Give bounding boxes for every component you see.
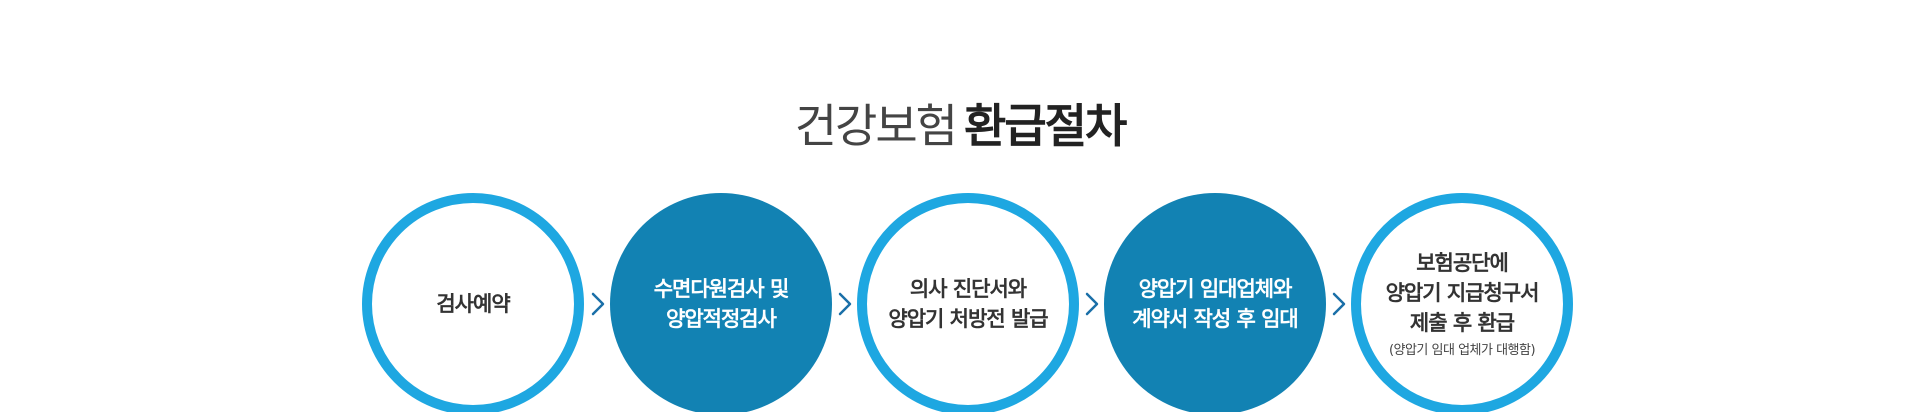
step-4-line-1: 양압기 임대업체와 xyxy=(1138,277,1293,301)
step-5-circle: 보험공단에 양압기 지급청구서 제출 후 환급 (양압기 임대 업체가 대행함) xyxy=(1351,193,1573,412)
step-4-line-2: 계약서 작성 후 임대 xyxy=(1132,307,1298,331)
chevron-right-icon xyxy=(1085,292,1099,316)
step-3-circle: 의사 진단서와 양압기 처방전 발급 xyxy=(857,193,1079,412)
step-5-line-2: 양압기 지급청구서 xyxy=(1385,281,1540,305)
section-title-light: 건강보험 xyxy=(794,99,958,153)
step-1-circle: 검사예약 xyxy=(362,193,584,412)
step-2-circle: 수면다원검사 및 양압적정검사 xyxy=(610,193,832,412)
step-2-line-1: 수면다원검사 및 xyxy=(653,277,790,301)
chevron-right-icon xyxy=(838,292,852,316)
step-5-line-3: 제출 후 환급 xyxy=(1409,311,1515,335)
chevron-right-icon xyxy=(591,292,605,316)
step-5-line-1: 보험공단에 xyxy=(1416,251,1509,275)
step-3-line-2: 양압기 처방전 발급 xyxy=(888,307,1048,331)
step-2-line-2: 양압적정검사 xyxy=(666,307,777,331)
step-4-circle: 양압기 임대업체와 계약서 작성 후 임대 xyxy=(1104,193,1326,412)
chevron-right-icon xyxy=(1332,292,1346,316)
step-1-line-1: 검사예약 xyxy=(436,292,510,316)
section-title-bold: 환급절차 xyxy=(964,99,1127,153)
step-5-note: (양압기 임대 업체가 대행함) xyxy=(1388,343,1536,358)
step-3-line-1: 의사 진단서와 xyxy=(909,277,1027,301)
